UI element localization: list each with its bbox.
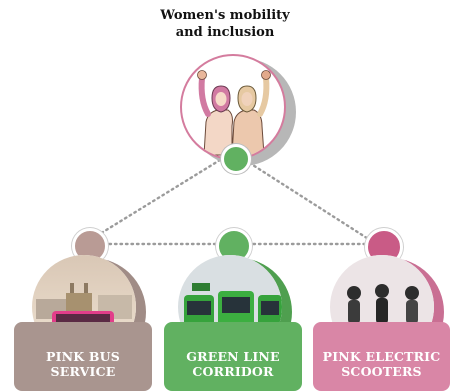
green-line-label-line-1: GREEN LINE	[186, 348, 280, 364]
pink-scooters-label-line-1: PINK ELECTRIC	[322, 348, 441, 364]
women-raising-fists-icon	[197, 70, 271, 156]
title-line-1: Women's mobility	[160, 8, 290, 23]
pink-bus-label-box: PINK BUS SERVICE	[14, 322, 152, 391]
pink-scooters-label-line-2: SCOOTERS	[341, 363, 422, 379]
connector-to-pink-scooters	[243, 158, 372, 242]
green-line-label-line-2: CORRIDOR	[192, 363, 274, 379]
diagram-title: Women's mobility and inclusion	[0, 7, 450, 41]
connector-to-pink-bus	[88, 158, 222, 242]
hub-node-dot	[221, 144, 251, 174]
green-line-label-box: GREEN LINE CORRIDOR	[164, 322, 302, 391]
pink-bus-label-line-2: SERVICE	[50, 363, 116, 379]
title-line-2: and inclusion	[175, 25, 275, 40]
pink-scooters-label-box: PINK ELECTRIC SCOOTERS	[313, 322, 450, 391]
pink-bus-label-line-1: PINK BUS	[46, 348, 120, 364]
